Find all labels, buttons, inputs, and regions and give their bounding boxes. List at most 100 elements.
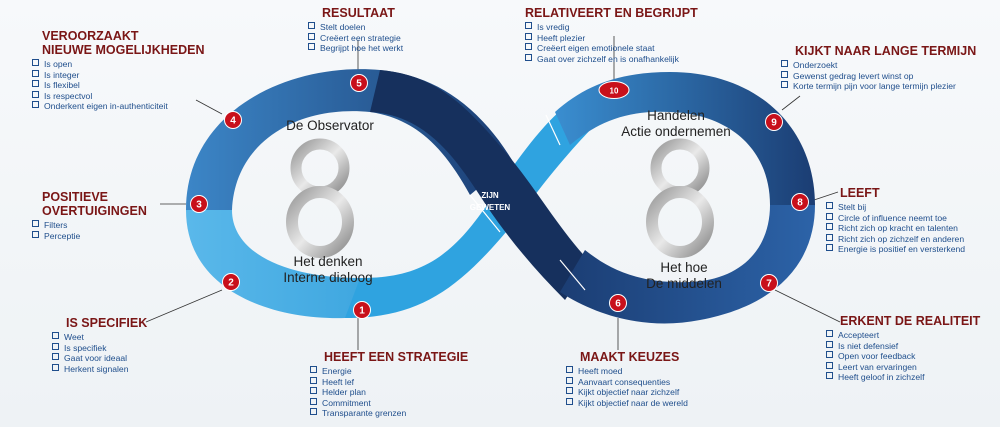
block-2-specifiek: IS SPECIFIEK Weet Is specifiek Gaat voor…	[52, 316, 148, 374]
checkbox-icon	[566, 387, 573, 395]
block-6-items: Heeft moed Aanvaart consequenties Kijkt …	[566, 366, 688, 408]
list-item: Commitment	[310, 397, 468, 409]
checkbox-icon	[566, 397, 573, 405]
checkbox-icon	[32, 101, 39, 109]
checkbox-icon	[52, 353, 59, 361]
block-7-erkent: ERKENT DE REALITEIT Accepteert Is niet d…	[826, 314, 980, 383]
block-2-items: Weet Is specifiek Gaat voor ideaal Herke…	[52, 332, 147, 374]
checkbox-icon	[310, 408, 317, 416]
checkbox-icon	[525, 22, 532, 29]
checkbox-icon	[566, 366, 573, 373]
list-item: Filters	[32, 220, 147, 231]
block-5-items: Stelt doelen Creëert een strategie Begri…	[308, 22, 403, 54]
checkbox-icon	[32, 69, 39, 77]
checkbox-icon	[32, 80, 39, 88]
list-item: Is respectvol	[32, 90, 205, 102]
list-item: Is specifiek	[52, 342, 147, 354]
checkbox-icon	[826, 330, 833, 337]
block-1-items: Energie Heeft lef Helder plan Commitment…	[310, 366, 468, 419]
block-8-leeft: LEEFT Stelt bij Circle of influence neem…	[826, 186, 965, 255]
list-item: Accepteert	[826, 330, 980, 341]
list-item: Perceptie	[32, 230, 147, 242]
list-item: Begrijpt hoe het werkt	[308, 43, 403, 54]
node-1-label: 1	[359, 306, 365, 317]
node-8: 8	[791, 193, 809, 211]
checkbox-icon	[826, 351, 833, 359]
list-item: Kijkt objectief naar de wereld	[566, 397, 688, 409]
checkbox-icon	[32, 230, 39, 238]
left-loop-bottom-text-1: Het denken	[293, 254, 362, 269]
list-item: Kijkt objectief naar zichzelf	[566, 387, 688, 398]
checkbox-icon	[32, 220, 39, 227]
list-item: Stelt bij	[826, 202, 965, 213]
block-10-items: Is vredig Heeft plezier Creëert eigen em…	[525, 22, 698, 64]
checkbox-icon	[52, 332, 59, 339]
list-item: Herkent signalen	[52, 363, 147, 375]
list-item: Energie	[310, 366, 468, 377]
checkbox-icon	[52, 342, 59, 350]
block-3-title-2: OVERTUIGINGEN	[42, 204, 147, 218]
checkbox-icon	[566, 376, 573, 384]
list-item: Heeft lef	[310, 376, 468, 388]
checkbox-icon	[826, 372, 833, 380]
connector-lines	[145, 36, 841, 350]
checkbox-icon	[52, 363, 59, 371]
list-item: Helder plan	[310, 387, 468, 398]
checkbox-icon	[310, 366, 317, 373]
list-item: Transparante grenzen	[310, 408, 468, 419]
checkbox-icon	[826, 223, 833, 231]
checkbox-icon	[781, 81, 788, 89]
block-1-title: HEEFT EEN STRATEGIE	[324, 350, 469, 364]
checkbox-icon	[308, 43, 315, 51]
block-9-kijkt: KIJKT NAAR LANGE TERMIJN Onderzoekt Gewe…	[781, 44, 977, 92]
block-3-positieve: POSITIEVE OVERTUIGINGEN Filters Percepti…	[32, 190, 147, 241]
node-10-label: 10	[610, 87, 619, 96]
block-2-title: IS SPECIFIEK	[66, 316, 148, 330]
checkbox-icon	[310, 376, 317, 384]
block-1-strategie: HEEFT EEN STRATEGIE Energie Heeft lef He…	[310, 350, 469, 419]
node-9-label: 9	[771, 118, 777, 129]
block-4-veroorzaakt: VEROORZAAKT NIEUWE MOGELIJKHEDEN Is open…	[32, 29, 205, 112]
block-9-title: KIJKT NAAR LANGE TERMIJN	[795, 44, 977, 58]
node-6: 6	[609, 294, 627, 312]
list-item: Creëert eigen emotionele staat	[525, 43, 698, 54]
left-loop-bottom-text-2: Interne dialoog	[283, 270, 372, 285]
list-item: Creëert een strategie	[308, 32, 403, 44]
node-7: 7	[760, 274, 778, 292]
node-4: 4	[224, 111, 242, 129]
list-item: Leert van ervaringen	[826, 361, 980, 373]
checkbox-icon	[826, 244, 833, 252]
list-item: Korte termijn pijn voor lange termijn pl…	[781, 81, 976, 92]
list-item: Gewenst gedrag levert winst op	[781, 70, 976, 82]
block-8-title: LEEFT	[840, 186, 880, 200]
list-item: Richt zich op kracht en talenten	[826, 223, 965, 234]
node-4-label: 4	[230, 116, 236, 127]
list-item: Aanvaart consequenties	[566, 376, 688, 388]
checkbox-icon	[310, 387, 317, 395]
list-item: Heeft moed	[566, 366, 688, 377]
block-5-title: RESULTAAT	[322, 6, 395, 20]
checkbox-icon	[781, 70, 788, 78]
right-loop-top-text-2: Actie ondernemen	[621, 124, 731, 139]
center-crossing-band	[345, 82, 605, 318]
list-item: Is integer	[32, 69, 205, 81]
block-4-title: VEROORZAAKT	[42, 29, 139, 43]
right-loop-top-text-1: Handelen	[647, 108, 705, 123]
node-8-label: 8	[797, 198, 803, 209]
right-loop-lower-band	[560, 205, 815, 324]
checkbox-icon	[525, 32, 532, 40]
node-6-label: 6	[615, 299, 621, 310]
node-5-label: 5	[356, 79, 362, 90]
checkbox-icon	[826, 340, 833, 348]
checkbox-icon	[781, 60, 788, 67]
block-9-items: Onderzoekt Gewenst gedrag levert winst o…	[781, 60, 976, 92]
block-3-items: Filters Perceptie	[32, 220, 147, 241]
list-item: Is flexibel	[32, 80, 205, 91]
left-eight-figure	[286, 138, 354, 258]
block-6-keuzes: MAAKT KEUZES Heeft moed Aanvaart consequ…	[566, 350, 688, 408]
block-8-items: Stelt bij Circle of influence neemt toe …	[826, 202, 965, 255]
node-2-label: 2	[228, 278, 234, 289]
list-item: Richt zich op zichzelf en anderen	[826, 233, 965, 245]
node-5: 5	[350, 74, 368, 92]
